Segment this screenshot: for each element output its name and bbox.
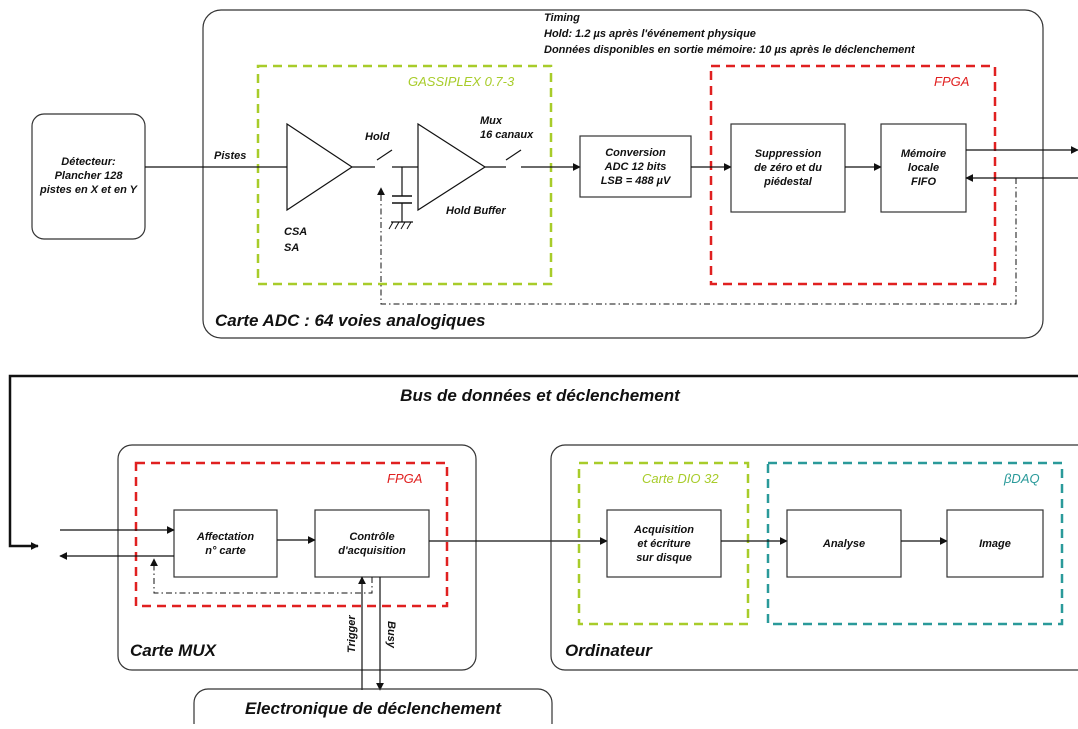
mux-control-feedback [150,558,373,594]
memory-line3: FIFO [910,176,937,188]
controle-line2: d'acquisition [338,544,406,557]
acquisition-line2: et écriture [637,537,691,550]
hold-buffer-amplifier [417,122,487,212]
conversion-line3: LSB = 488 µV [600,174,671,187]
ground-hatch-1 [388,221,394,230]
image-label: Image [979,537,1011,550]
busy-label: Busy [385,621,397,649]
bus-line [8,374,1078,550]
ground-hatch-4 [406,221,412,230]
computer-box [550,444,1078,671]
dio-title: Carte DIO 32 [642,471,719,486]
csa-amplifier [286,122,354,212]
mux-switch [505,149,522,161]
controle-line1: Contrôle [349,530,395,543]
trigger-label: Trigger [346,615,358,653]
adc-fpga-title: FPGA [934,74,970,89]
mux-label: Mux [480,115,502,127]
mux-fpga-title: FPGA [387,471,423,486]
memory-line1: Mémoire [900,148,947,160]
sa-label: SA [284,242,300,254]
hold-control-feedback [377,178,1017,305]
gassiplex-title: GASSIPLEX 0.7-3 [408,74,515,89]
suppression-label: Suppression de zéro et du piédestal [731,124,845,212]
bdaq-box [766,461,1064,626]
timing-data: Données disponibles en sortie mémoire: 1… [544,44,915,56]
acquisition-box [606,509,722,578]
suppression-line3: piédestal [764,176,812,188]
affectation-line2: n° carte [205,544,246,557]
gassiplex-box [256,64,553,286]
suppression-box [730,123,846,213]
trigger-electronics-label: Electronique de déclenchement [244,699,501,718]
csa-label: CSA [284,226,308,238]
mux-channels-label: 16 canaux [480,129,534,141]
affectation-line1: Affectation [196,530,255,543]
memory-line2: locale [907,162,940,174]
conversion-line2: ADC 12 bits [604,160,667,173]
bdaq-title: βDAQ [1004,471,1040,486]
hold-buffer-label: Hold Buffer [446,205,506,217]
detector-box [31,113,146,240]
memory-box [880,123,967,213]
trigger-electronics-box [193,688,553,729]
ground-hatch-2 [394,221,400,230]
affectation-label: Affectation n° carte [174,510,277,577]
memory-label: Mémoire locale FIFO [881,124,966,212]
suppression-line2: de zéro et du [754,162,822,174]
analyse-label: Analyse [822,537,866,550]
adc-card-box [202,9,1044,339]
affectation-box [173,509,278,578]
mux-card-box [117,444,477,671]
suppression-line1: Suppression [754,148,822,160]
analyse-box [786,509,902,578]
adc-card-label: Carte ADC : 64 voies analogiques [215,311,486,330]
mux-fpga-box [134,461,449,608]
hold-switch [376,149,393,161]
ground-hatch-3 [400,221,406,230]
adc-fpga-box [709,64,997,286]
acquisition-label: Acquisition et écriture sur disque [607,510,721,577]
conversion-line1: Conversion [605,146,666,159]
detector-label: Détecteur: Plancher 128 pistes en X et e… [40,156,138,196]
image-box [946,509,1044,578]
conversion-label: Conversion ADC 12 bits LSB = 488 µV [580,136,691,197]
timing-title: Timing [544,12,580,24]
hold-label: Hold [365,131,390,143]
acquisition-line3: sur disque [636,551,692,564]
mux-card-label: Carte MUX [130,641,216,660]
pistes-label: Pistes [214,150,247,162]
bus-label: Bus de données et déclenchement [400,386,680,405]
acquisition-line1: Acquisition [634,523,694,536]
computer-label: Ordinateur [565,641,652,660]
controle-label: Contrôle d'acquisition [315,510,429,577]
timing-hold: Hold: 1.2 µs après l'événement physique [544,28,756,40]
